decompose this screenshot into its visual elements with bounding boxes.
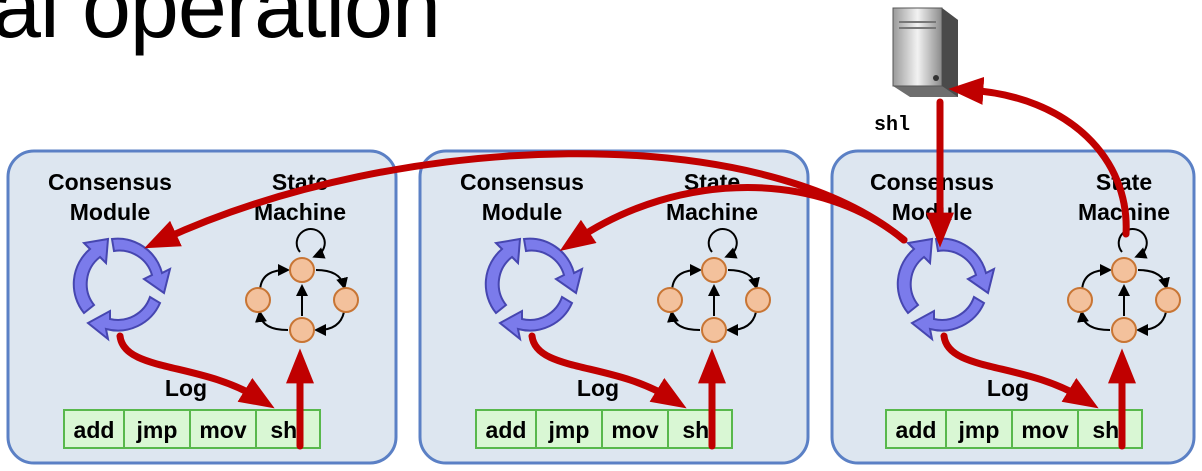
consensus-label-line2: Module bbox=[482, 199, 563, 225]
log-entry: add bbox=[486, 417, 527, 443]
log-entry: mov bbox=[611, 417, 659, 443]
state-machine-graph bbox=[245, 228, 359, 343]
state-machine-label-line2: Machine bbox=[254, 199, 346, 225]
consensus-label-line2: Module bbox=[892, 199, 973, 225]
message-arrows bbox=[116, 76, 1136, 450]
log: add jmp mov shl bbox=[63, 409, 321, 449]
consensus-cycle-icon bbox=[484, 237, 584, 342]
slide-title: al operation bbox=[0, 0, 441, 56]
consensus-label-line2: Module bbox=[70, 199, 151, 225]
log-label: Log bbox=[577, 375, 619, 401]
client-server-icon bbox=[892, 7, 958, 97]
state-machine-label-line2: Machine bbox=[666, 199, 758, 225]
append-log-arrow bbox=[528, 332, 687, 409]
consensus-cycle-icon bbox=[72, 237, 172, 342]
log-entry: jmp bbox=[136, 417, 178, 443]
server-box bbox=[830, 149, 1196, 465]
server-2: Consensus Module State Machine Log bbox=[418, 149, 810, 465]
consensus-label-line1: Consensus bbox=[870, 169, 994, 195]
log-label: Log bbox=[987, 375, 1029, 401]
client-command-label: shl bbox=[874, 114, 910, 137]
log-entry: mov bbox=[199, 417, 247, 443]
response-arrow bbox=[948, 76, 1130, 238]
state-machine-graph bbox=[1067, 228, 1181, 343]
log-entry: add bbox=[896, 417, 937, 443]
log-entry: jmp bbox=[958, 417, 1000, 443]
log-label: Log bbox=[165, 375, 207, 401]
log-entry: jmp bbox=[548, 417, 590, 443]
server-1: Consensus Module State Machine Log bbox=[6, 149, 398, 465]
replicate-arrow-server-2 bbox=[559, 184, 908, 251]
consensus-label-line1: Consensus bbox=[460, 169, 584, 195]
server-3: Consensus Module State Machine Log bbox=[830, 149, 1196, 465]
log-entry: mov bbox=[1021, 417, 1069, 443]
log-entry: add bbox=[74, 417, 115, 443]
consensus-label-line1: Consensus bbox=[48, 169, 172, 195]
log: add jmp mov shl bbox=[475, 409, 733, 449]
append-log-arrow bbox=[116, 332, 275, 409]
state-machine-graph bbox=[657, 228, 771, 343]
append-log-arrow bbox=[940, 332, 1099, 409]
log: add jmp mov shl bbox=[885, 409, 1143, 449]
